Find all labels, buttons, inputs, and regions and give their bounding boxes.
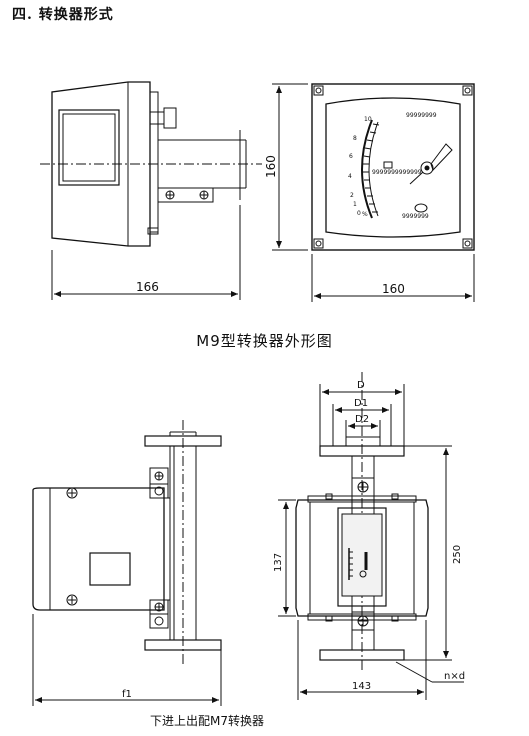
dim-160-vertical: 160: [264, 155, 278, 178]
dim-160-horizontal: 160: [382, 282, 405, 296]
percent-label: %: [362, 211, 368, 218]
meter-lower-text: 9999999: [402, 213, 429, 220]
m9-side-view: [40, 81, 262, 300]
dim-D1: D1: [354, 398, 368, 409]
m9-caption: M9型转换器外形图: [196, 332, 333, 350]
m7-caption: 下进上出配M7转换器: [150, 714, 264, 728]
dim-166: 166: [136, 280, 159, 294]
section-heading: 四. 转换器形式: [12, 7, 114, 23]
scale-label: 0: [357, 210, 361, 217]
scale-label: 8: [353, 135, 357, 142]
scale-label: 1: [353, 201, 357, 208]
dim-137: 137: [273, 553, 284, 572]
m7-side-view: [32, 420, 222, 706]
dim-D: D: [357, 380, 365, 391]
scale-label: 4: [348, 173, 352, 180]
m9-front-view: [272, 83, 475, 302]
badge-text: 99999999: [406, 112, 437, 119]
scale-label: 2: [350, 192, 354, 199]
meter-text-line: 9999999999999: [372, 169, 422, 176]
dim-143: 143: [352, 681, 371, 692]
scale-label: 6: [349, 153, 353, 160]
m7-front-view: [278, 372, 464, 700]
scale-label: 10: [364, 116, 372, 123]
dim-D2: D2: [355, 414, 369, 425]
dim-f1: f1: [122, 689, 132, 700]
dim-nxd: n×d: [444, 671, 465, 682]
dim-250: 250: [452, 545, 463, 564]
